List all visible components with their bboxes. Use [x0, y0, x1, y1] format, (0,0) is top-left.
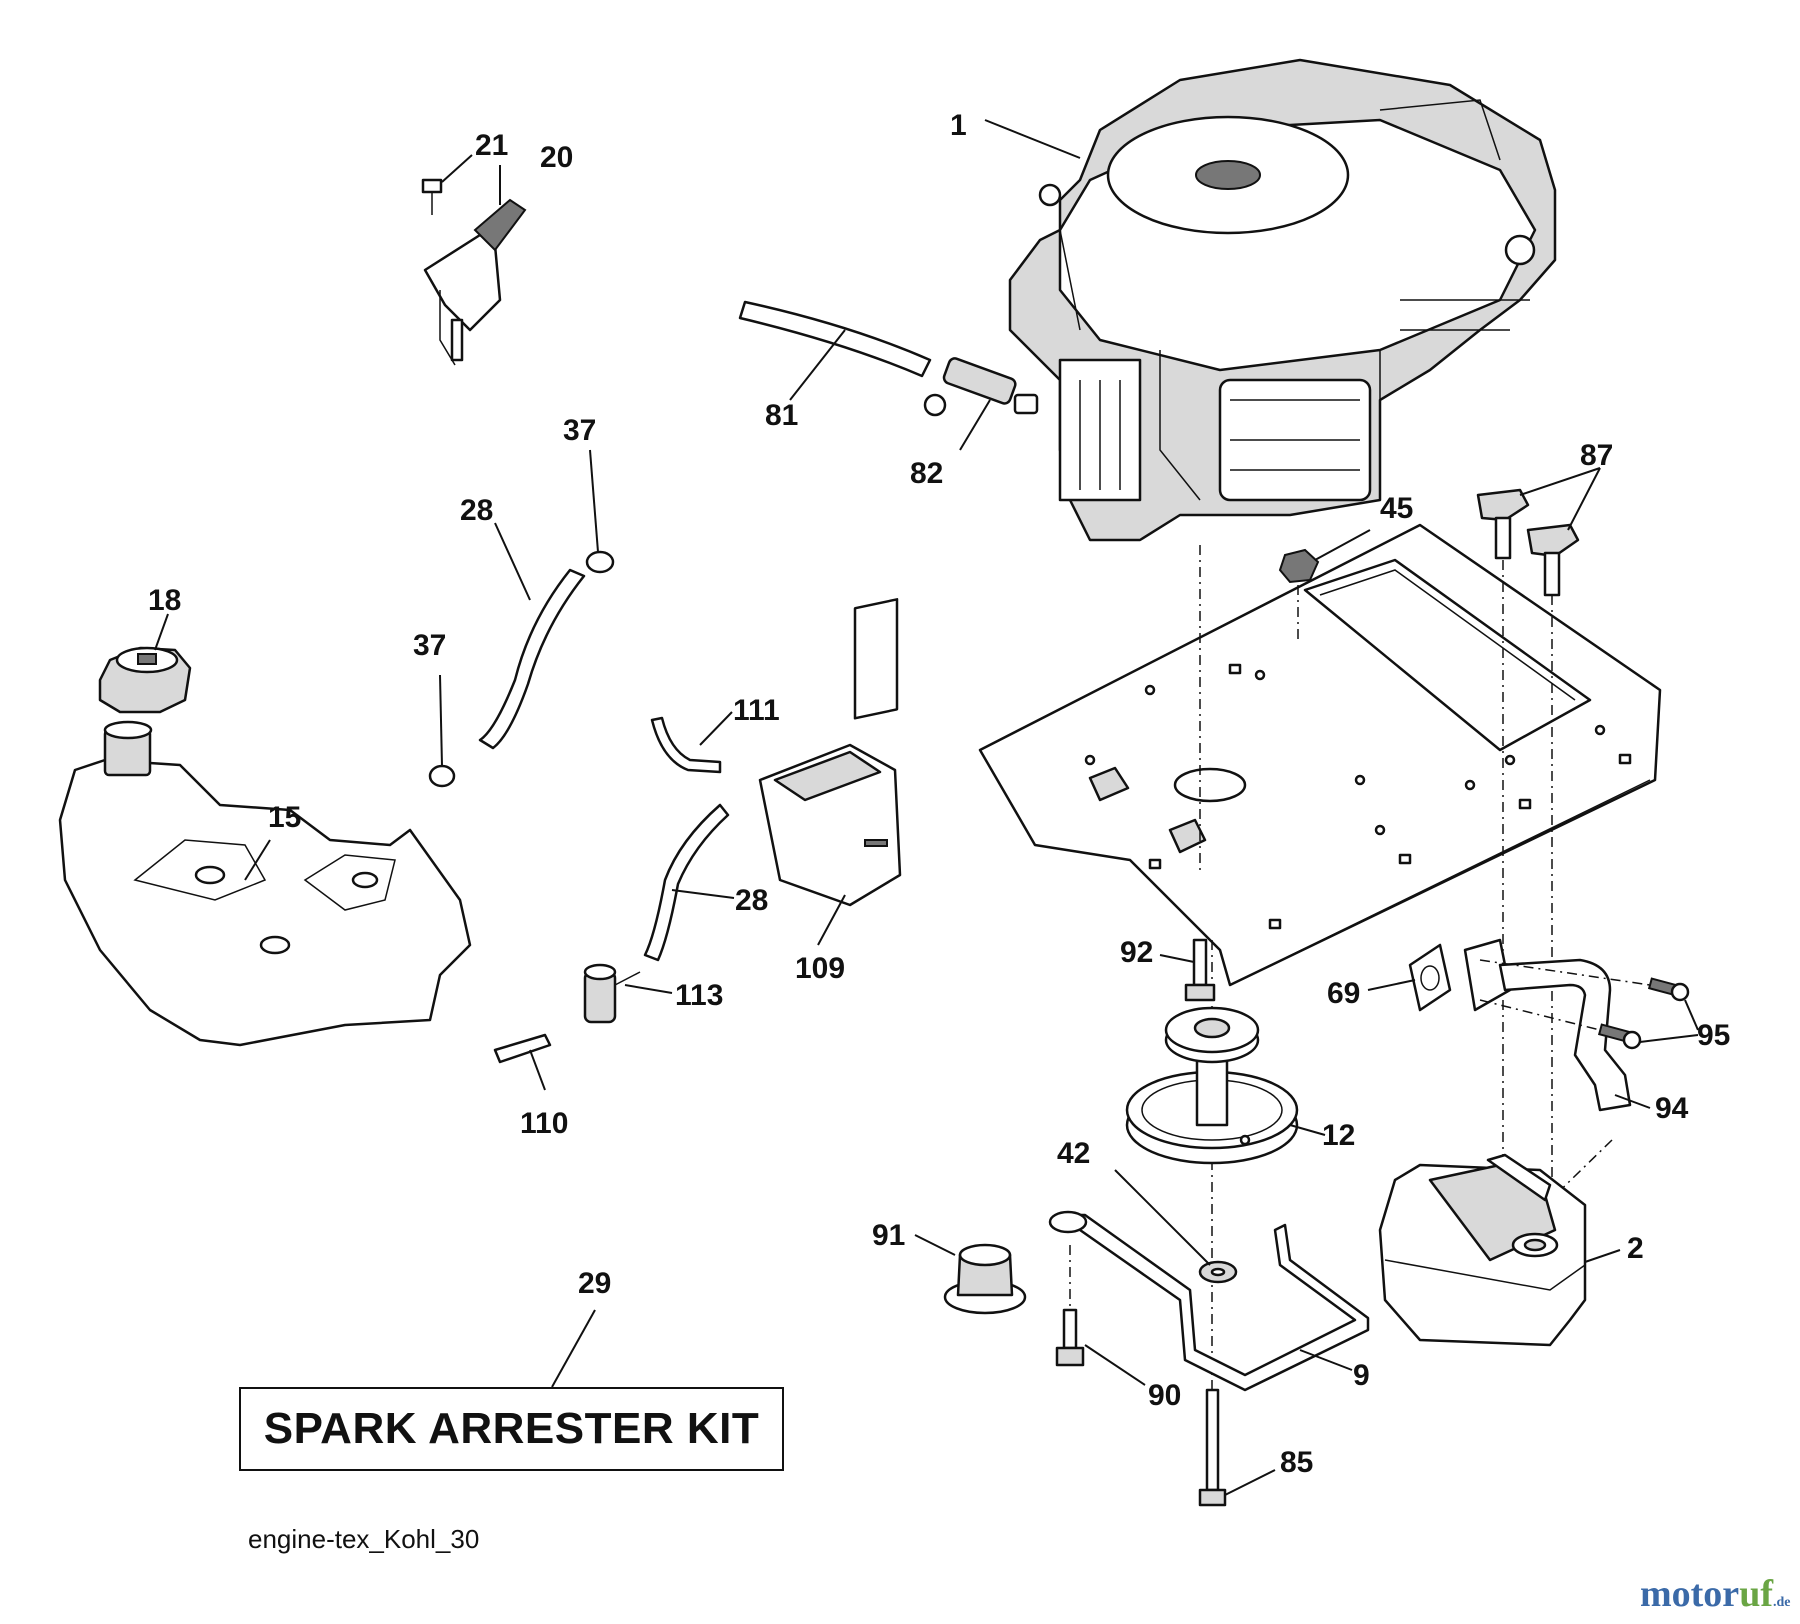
bolt-part-87-b	[1526, 523, 1580, 597]
screw-part-95-a	[1647, 977, 1690, 1002]
callout-92: 92	[1120, 936, 1153, 969]
callout-37-upper: 37	[563, 414, 596, 447]
clamp-part-37-upper	[585, 550, 615, 574]
brand-watermark: motoruf.de	[1640, 1572, 1790, 1616]
callout-91: 91	[872, 1219, 905, 1252]
callout-15: 15	[268, 801, 301, 834]
bolt-part-87-a	[1476, 488, 1530, 560]
hose-part-111	[650, 716, 722, 774]
spark-arrester-kit-label: SPARK ARRESTER KIT	[239, 1387, 784, 1471]
callout-42: 42	[1057, 1137, 1090, 1170]
engine-mounting-plate	[978, 523, 1662, 987]
screw-part-95-b	[1597, 1023, 1642, 1050]
callout-20: 20	[540, 141, 573, 174]
callout-94: 94	[1655, 1092, 1689, 1125]
callout-82: 82	[910, 457, 943, 490]
exhaust-pipe-part-94	[1463, 938, 1632, 1112]
shutoff-valve-part-113	[583, 963, 641, 1024]
callout-37-lower: 37	[413, 629, 446, 662]
callout-113: 113	[675, 979, 723, 1012]
callout-109: 109	[795, 952, 845, 985]
callout-9: 9	[1353, 1359, 1370, 1392]
screw-part-21	[421, 178, 443, 215]
plate-holes	[1084, 663, 1632, 930]
callout-111: 111	[733, 694, 780, 727]
fuel-hose-part-28-upper	[478, 568, 586, 750]
callout-28-lower: 28	[735, 884, 768, 917]
throttle-control-part-20	[423, 198, 527, 366]
callout-45: 45	[1380, 492, 1413, 525]
gasket-part-69	[1408, 943, 1452, 1012]
callout-85: 85	[1280, 1446, 1313, 1479]
muffler-part-2	[1378, 1153, 1587, 1347]
nut-part-45	[1278, 548, 1320, 584]
fuel-filter-part-82	[923, 357, 1039, 417]
callout-69: 69	[1327, 977, 1360, 1010]
washer-part-42	[1198, 1260, 1238, 1284]
brand-accent: uf	[1739, 1573, 1773, 1615]
fuel-hose-part-81	[738, 300, 932, 378]
diagram-id-label: engine-tex_Kohl_30	[248, 1524, 480, 1554]
callout-2: 2	[1627, 1232, 1644, 1265]
callout-110: 110	[520, 1107, 568, 1140]
bushing-part-91	[943, 1243, 1027, 1315]
fuel-cap-part-18	[98, 646, 192, 714]
pulley-part-12	[1125, 1006, 1299, 1165]
callout-1: 1	[950, 109, 967, 142]
callout-95: 95	[1697, 1019, 1730, 1052]
callout-12: 12	[1322, 1119, 1355, 1152]
callout-81: 81	[765, 399, 798, 432]
fuel-tank-part-15	[58, 720, 472, 1047]
clamp-part-37-lower	[428, 764, 456, 788]
callout-90: 90	[1148, 1379, 1181, 1412]
brand-suffix: .de	[1772, 1595, 1791, 1610]
bracket-part-9	[1048, 1210, 1370, 1392]
carbon-canister-part-109	[758, 598, 902, 907]
callout-28-upper: 28	[460, 494, 493, 527]
fuel-hose-part-28-lower	[643, 803, 730, 962]
engine-part-1	[1008, 58, 1557, 542]
brand-main: motor	[1640, 1573, 1740, 1615]
callout-29: 29	[578, 1267, 611, 1300]
callout-21: 21	[475, 129, 508, 162]
bolt-part-90	[1055, 1308, 1085, 1367]
bolt-part-85	[1198, 1388, 1227, 1507]
bolt-part-92	[1184, 938, 1216, 1002]
callout-18: 18	[148, 584, 181, 617]
callout-87: 87	[1580, 439, 1613, 472]
connector-part-110	[493, 1033, 552, 1064]
